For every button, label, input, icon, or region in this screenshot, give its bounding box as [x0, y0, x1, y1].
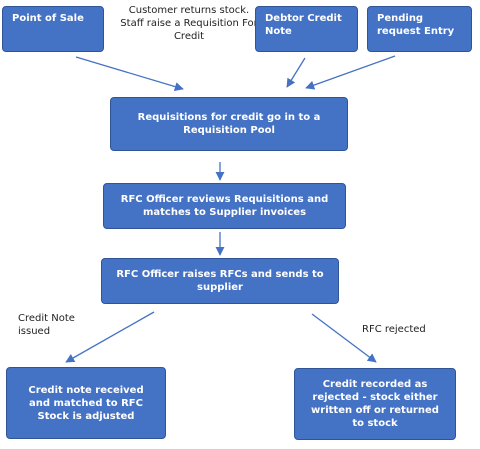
credit-note-received-label: Credit note received and matched to RFC …	[28, 384, 144, 422]
arrow-raise-to-rejected	[311, 313, 377, 363]
customer-returns-label: Customer returns stock. Staff raise a Re…	[120, 5, 258, 42]
credit-note-received-box: Credit note received and matched to RFC …	[6, 367, 166, 439]
credit-note-issued-label: Credit Note issued	[18, 313, 75, 337]
rfc-officer-raises-box: RFC Officer raises RFCs and sends to sup…	[101, 258, 339, 304]
arrow-debtor-to-pool	[286, 57, 306, 88]
requisition-pool-label: Requisitions for credit go in to a Requi…	[137, 112, 321, 136]
credit-recorded-rejected-box: Credit recorded as rejected - stock eith…	[294, 368, 456, 440]
debtor-credit-note-box: Debtor Credit Note	[255, 6, 358, 52]
rfc-rejected-label: RFC rejected	[362, 324, 426, 335]
credit-recorded-rejected-label: Credit recorded as rejected - stock eith…	[311, 379, 439, 429]
arrow-pos-to-pool	[75, 56, 184, 92]
rfc-officer-reviews-box: RFC Officer reviews Requisitions and mat…	[103, 183, 346, 229]
arrow-raise-to-credit-note	[65, 311, 155, 363]
point-of-sale-label: Point of Sale	[12, 13, 84, 24]
arrow-pending-to-pool	[305, 55, 396, 90]
rfc-officer-reviews-label: RFC Officer reviews Requisitions and mat…	[120, 194, 329, 218]
pending-request-entry-label: Pending request Entry	[377, 13, 455, 37]
requisition-pool-box: Requisitions for credit go in to a Requi…	[110, 97, 348, 151]
debtor-credit-note-label: Debtor Credit Note	[265, 13, 342, 37]
point-of-sale-box: Point of Sale	[2, 6, 104, 52]
pending-request-entry-box: Pending request Entry	[367, 6, 472, 52]
rfc-officer-raises-label: RFC Officer raises RFCs and sends to sup…	[116, 269, 324, 293]
